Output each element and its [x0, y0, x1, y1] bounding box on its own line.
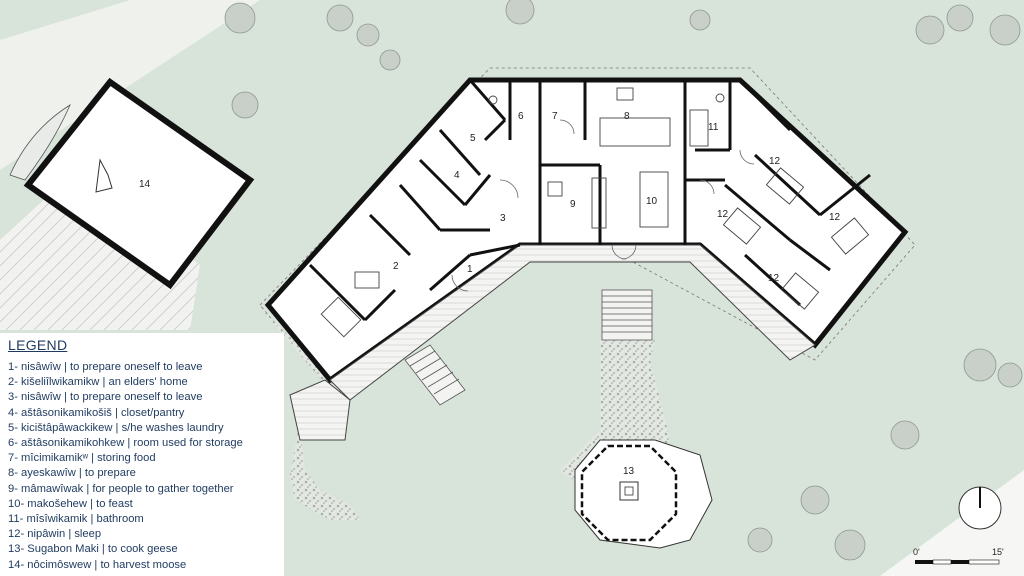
scale-bar: 0' 15' [913, 547, 1004, 565]
room-label-8: 8 [624, 111, 630, 122]
tree-icon [963, 348, 997, 382]
tree-icon [689, 9, 711, 31]
tree-icon [356, 23, 380, 47]
legend-item: 1- nisâwîw | to prepare oneself to leave [8, 361, 203, 373]
legend-list: 1- nisâwîw | to prepare oneself to leave… [8, 360, 243, 573]
tree-icon [231, 91, 259, 119]
room-label-3: 3 [500, 213, 506, 224]
garage-14 [23, 77, 255, 290]
tree-icon [989, 14, 1021, 46]
legend-item: 5- kicištâpâwackikew | s/he washes laund… [8, 421, 224, 434]
room-label-12d: 12 [768, 273, 780, 284]
boat-icon [9, 103, 71, 181]
room-label-6: 6 [518, 111, 524, 122]
tree-icon [747, 527, 773, 553]
light-ground-band [0, 0, 260, 170]
house [264, 77, 909, 441]
legend-item: 12- nipâwin | sleep [8, 528, 102, 541]
legend-item: 4- aštâsonikamikošiš | closet/pantry [8, 406, 185, 419]
bed-2 [320, 296, 362, 338]
doors [451, 119, 755, 292]
table-2 [354, 271, 380, 289]
room-label-13: 13 [623, 466, 635, 477]
legend-item: 9- mâmawîwak | for people to gather toge… [8, 482, 234, 495]
legend-item: 7- mîcimikamikʷ | storing food [8, 452, 156, 465]
fire-pit [619, 481, 639, 501]
legend-item: 2- kišeliîlwikamikw | an elders' home [8, 376, 188, 389]
legend-item: 8- ayeskawîw | to prepare [8, 467, 136, 480]
furniture [320, 87, 870, 338]
legend-item: 10- makošehew | to feast [8, 497, 133, 510]
tree-icon [890, 420, 920, 450]
snowmobile-icon [95, 158, 113, 193]
tree-icon [326, 4, 354, 32]
bathtub [689, 109, 709, 147]
kitchen-island [599, 117, 671, 147]
tree-icon [915, 15, 945, 45]
legend-item: 6- aštâsonikamikohkew | room used for st… [8, 437, 243, 450]
bed-12c [722, 207, 762, 245]
north-arrow [958, 486, 1002, 530]
room-label-4: 4 [454, 170, 460, 181]
tree-icon [224, 2, 256, 34]
front-steps [601, 289, 653, 341]
room-label-11: 11 [708, 122, 719, 133]
legend-panel: LEGEND 1- nisâwîw | to prepare oneself t… [0, 333, 284, 576]
room-label-2: 2 [393, 261, 399, 272]
bed-12b [830, 217, 870, 255]
site-boundary [259, 67, 916, 391]
toilet [715, 93, 725, 103]
room-label-10: 10 [646, 196, 658, 207]
tree-icon [505, 0, 535, 25]
range [616, 87, 634, 101]
room-label-14: 14 [139, 179, 151, 190]
dining-table [639, 171, 669, 228]
shelter-13 [574, 439, 713, 549]
room-label-12c: 12 [717, 209, 729, 220]
scale-end-label: 15' [992, 547, 1004, 557]
room-labels: 1 2 3 4 5 6 7 8 9 10 11 12 12 12 12 13 1… [139, 111, 841, 477]
room-label-5: 5 [470, 133, 476, 144]
legend-item: 14- nôcimôswew | to harvest moose [8, 558, 187, 571]
legend-item: 3- nisâwîw | to prepare oneself to leave [8, 391, 203, 404]
front-deck [329, 244, 816, 401]
interior-walls [308, 78, 871, 322]
tree-icon [379, 49, 401, 71]
bed-12d [780, 272, 820, 310]
legend-title: LEGEND [8, 337, 68, 353]
room-label-1: 1 [467, 264, 473, 275]
room-label-12b: 12 [829, 212, 841, 223]
trees [224, 0, 1023, 561]
tree-icon [834, 529, 866, 561]
scale-start-label: 0' [913, 547, 920, 557]
toilet-2 [488, 95, 498, 105]
tree-icon [946, 4, 974, 32]
tree-icon [997, 362, 1023, 388]
room-label-9: 9 [570, 199, 576, 210]
entrance-porch [289, 379, 351, 441]
paved-driveway [0, 185, 200, 330]
legend-item: 13- Sugabon Maki | to cook geese [8, 543, 178, 556]
armchair [547, 181, 563, 197]
room-label-12a: 12 [769, 156, 781, 167]
sofa [591, 177, 607, 229]
west-steps [404, 344, 466, 406]
legend-item: 11- mîsîwikamik | bathroom [8, 513, 144, 526]
tree-icon [800, 485, 830, 515]
bed-12a [765, 167, 805, 205]
room-label-7: 7 [552, 111, 558, 122]
